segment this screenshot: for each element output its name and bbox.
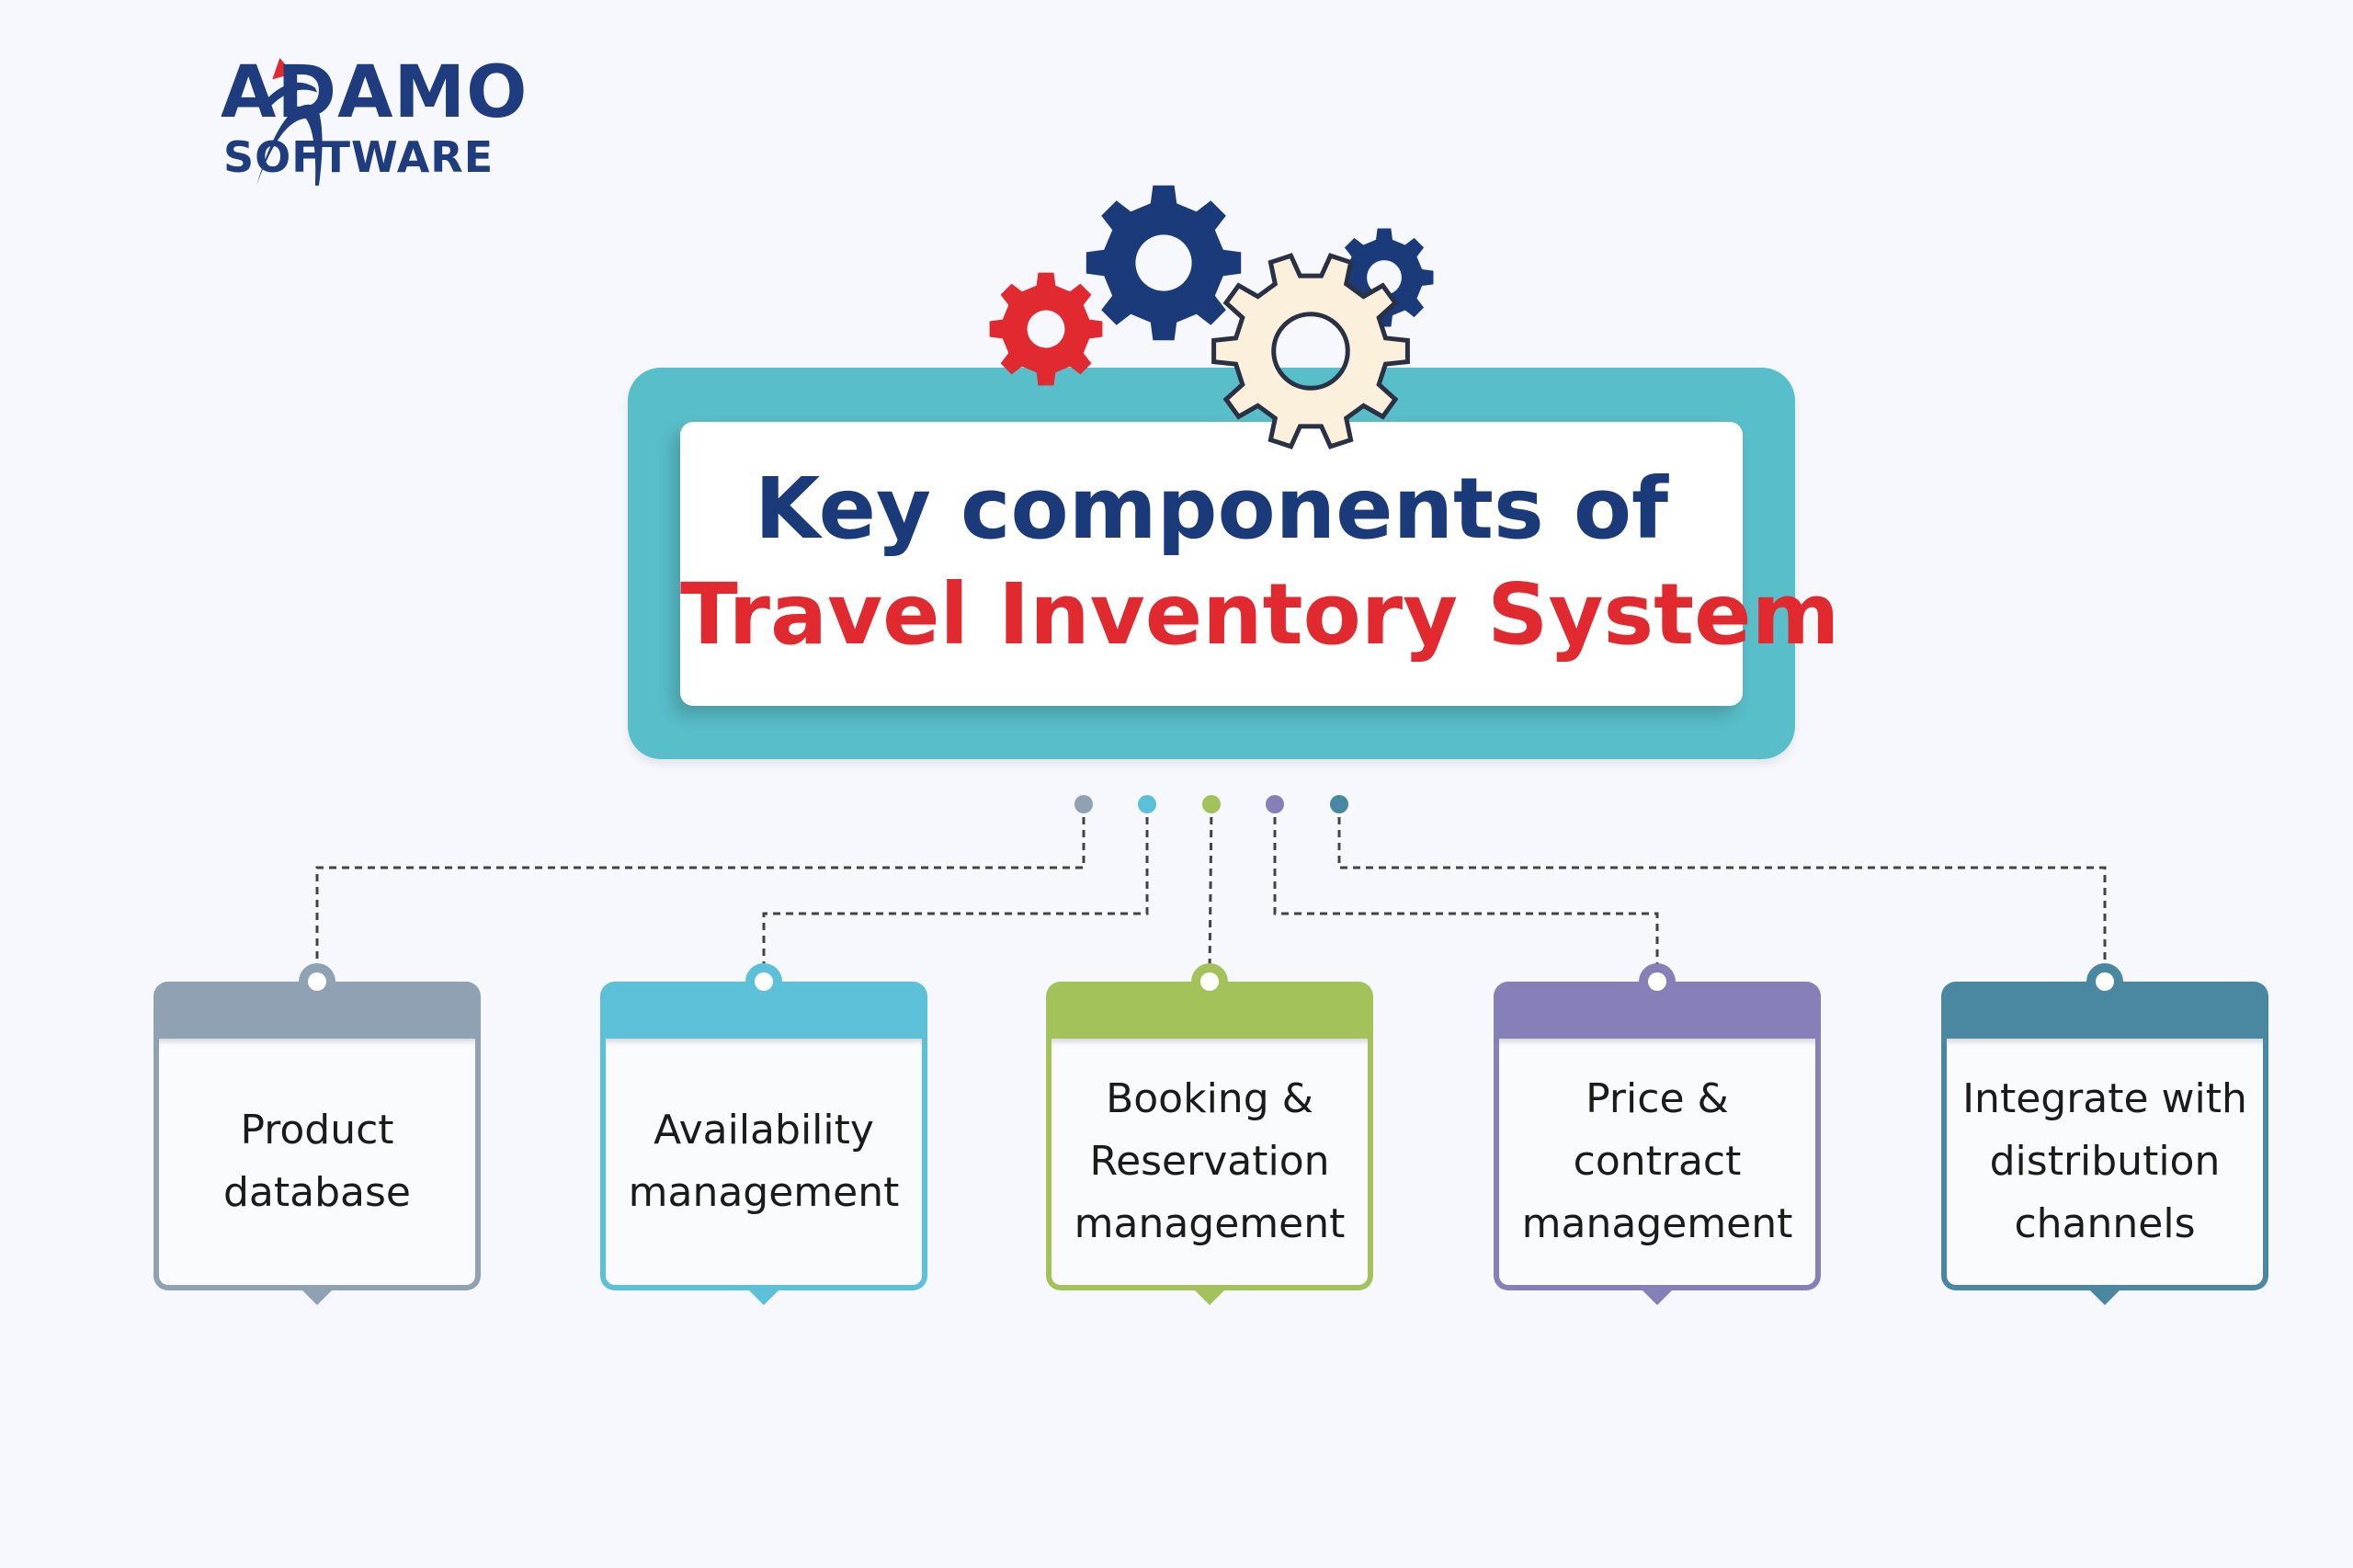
connector-line xyxy=(1208,803,1213,975)
cream-gear-icon xyxy=(1211,253,1410,449)
card-body: Integrate with distribution channels xyxy=(1941,1039,2268,1290)
card-pin-icon xyxy=(745,963,782,1000)
connector-dot xyxy=(1138,795,1156,813)
card-pin-icon xyxy=(1191,963,1228,1000)
logo-subtitle: SOFTWARE xyxy=(223,132,494,182)
connector-line xyxy=(762,804,1149,974)
red-gear-icon xyxy=(989,272,1103,386)
connector-line xyxy=(1273,804,1659,974)
card-pin-icon xyxy=(1639,963,1676,1000)
gears-icon xyxy=(989,185,1434,449)
card-pointer xyxy=(1641,1289,1674,1305)
title-line-2: Travel Inventory System xyxy=(680,565,1840,664)
card-label: Product database xyxy=(223,1107,411,1216)
connector-dot xyxy=(1202,795,1221,813)
navy-gear-icon xyxy=(1086,185,1242,341)
component-card: Product database xyxy=(153,963,481,1305)
component-card: Integrate with distribution channels xyxy=(1941,963,2268,1305)
connector-dot xyxy=(1266,795,1284,813)
card-body: Booking & Reservation management xyxy=(1046,1039,1373,1290)
adamo-logo-icon xyxy=(256,58,323,186)
card-pin-icon xyxy=(299,963,335,1000)
card-label: Booking & Reservation management xyxy=(1074,1075,1346,1247)
card-label: Price & contract management xyxy=(1521,1075,1793,1247)
card-body: Product database xyxy=(153,1039,481,1290)
card-pin-icon xyxy=(2086,963,2123,1000)
card-body: Availability management xyxy=(600,1039,927,1290)
component-card: Price & contract management xyxy=(1494,963,1821,1305)
connector-line xyxy=(315,804,1086,974)
logo-wordmark: ADAMO xyxy=(221,51,529,134)
connector-line xyxy=(1337,804,2107,974)
card-pointer xyxy=(747,1289,780,1305)
card-pointer xyxy=(2088,1289,2121,1305)
card-pointer xyxy=(1193,1289,1226,1305)
card-pointer xyxy=(301,1289,334,1305)
component-card: Availability management xyxy=(600,963,927,1305)
card-label: Integrate with distribution channels xyxy=(1962,1075,2247,1247)
card-body: Price & contract management xyxy=(1494,1039,1821,1290)
card-label: Availability management xyxy=(628,1107,900,1216)
component-card: Booking & Reservation management xyxy=(1046,963,1373,1305)
connector-dot xyxy=(1330,795,1348,813)
title-line-1: Key components of xyxy=(754,460,1669,558)
title-panel: Key components of Travel Inventory Syste… xyxy=(680,422,1840,706)
connector-dot xyxy=(1074,795,1093,813)
